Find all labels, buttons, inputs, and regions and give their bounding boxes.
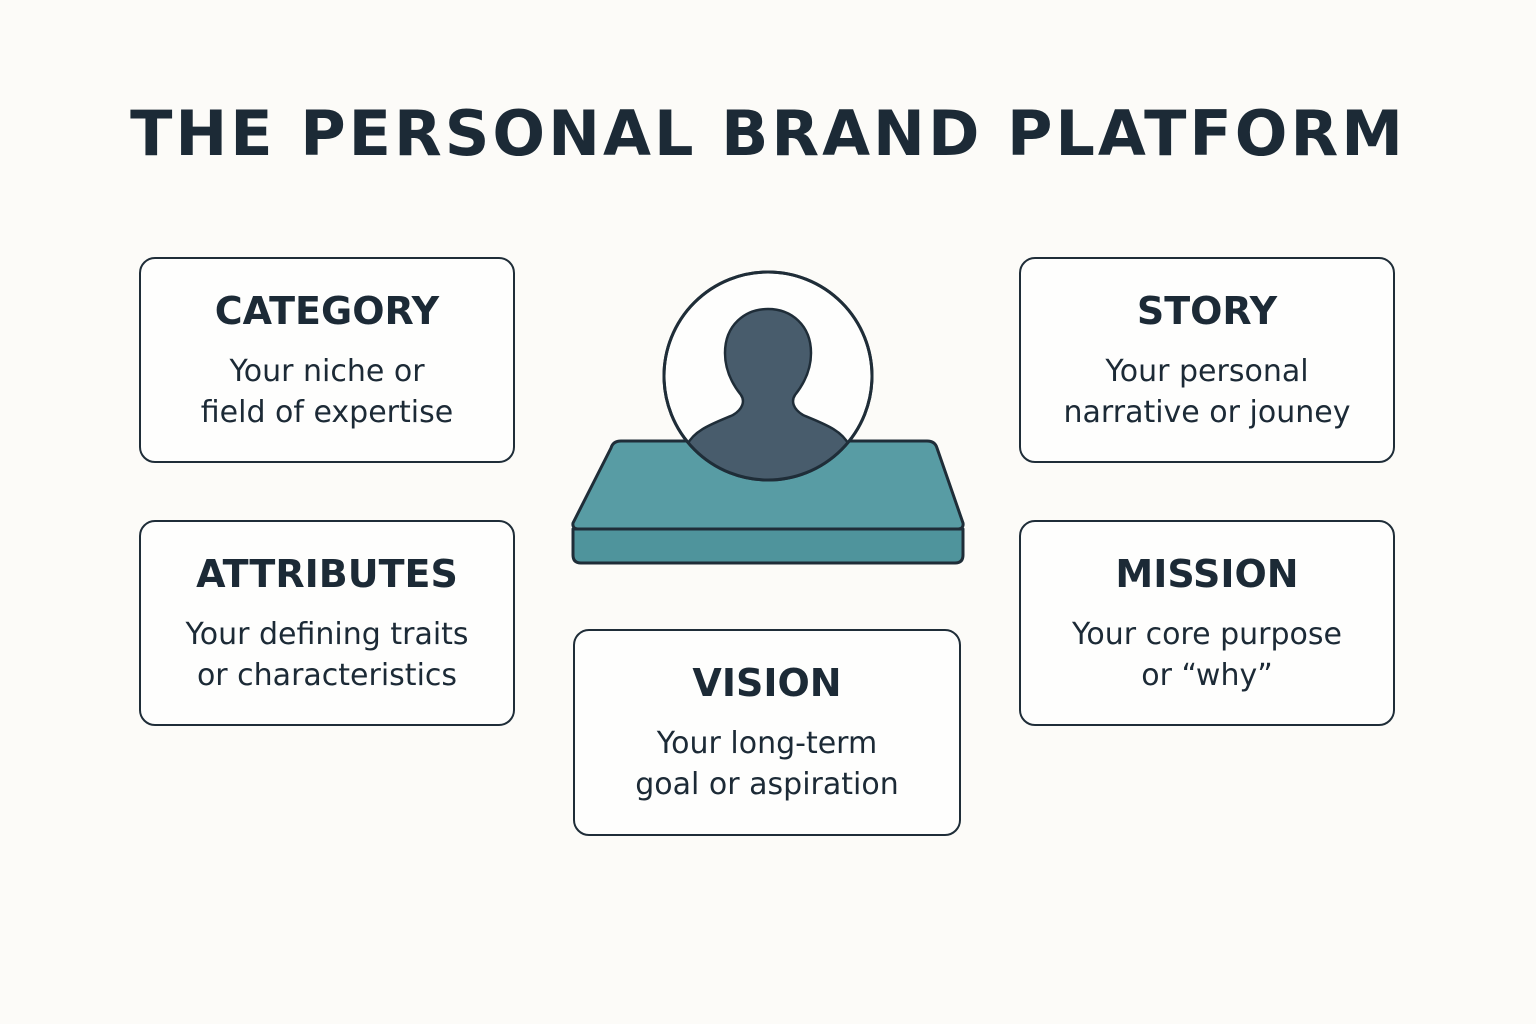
person-on-platform-icon (565, 265, 971, 575)
category-description: Your niche or field of expertise (141, 351, 513, 433)
mission-description: Your core purpose or “why” (1021, 614, 1393, 696)
story-card: STORY Your personal narrative or jouney (1019, 257, 1395, 463)
platform-top (571, 439, 965, 531)
story-description-line-2: narrative or jouney (1063, 395, 1351, 430)
category-card: CATEGORY Your niche or field of expertis… (139, 257, 515, 463)
attributes-description-line-2: or characteristics (196, 658, 458, 693)
story-description: Your personal narrative or jouney (1021, 351, 1393, 433)
platform-base (571, 527, 965, 565)
attributes-heading: ATTRIBUTES (196, 552, 458, 596)
vision-heading: VISION (692, 661, 842, 705)
story-heading: STORY (1136, 289, 1278, 333)
attributes-description: Your defining traits or characteristics (141, 614, 513, 696)
mission-description-line-2: or “why” (1141, 658, 1273, 693)
vision-description: Your long-term goal or aspiration (575, 723, 959, 805)
person-silhouette-icon (678, 307, 858, 479)
attributes-card: ATTRIBUTES Your defining traits or chara… (139, 520, 515, 726)
mission-description-line-1: Your core purpose (1072, 617, 1342, 652)
vision-card: VISION Your long-term goal or aspiration (573, 629, 961, 836)
mission-card: MISSION Your core purpose or “why” (1019, 520, 1395, 726)
category-heading: CATEGORY (214, 289, 440, 333)
mission-heading: MISSION (1115, 552, 1299, 596)
story-description-line-1: Your personal (1105, 354, 1309, 389)
page-title: THE PERSONAL BRAND PLATFORM (130, 97, 1406, 170)
vision-description-line-2: goal or aspiration (635, 767, 899, 802)
vision-description-line-1: Your long-term (656, 726, 878, 761)
category-description-line-1: Your niche or (229, 354, 425, 389)
attributes-description-line-1: Your defining traits (185, 617, 469, 652)
category-description-line-2: field of expertise (200, 395, 454, 430)
